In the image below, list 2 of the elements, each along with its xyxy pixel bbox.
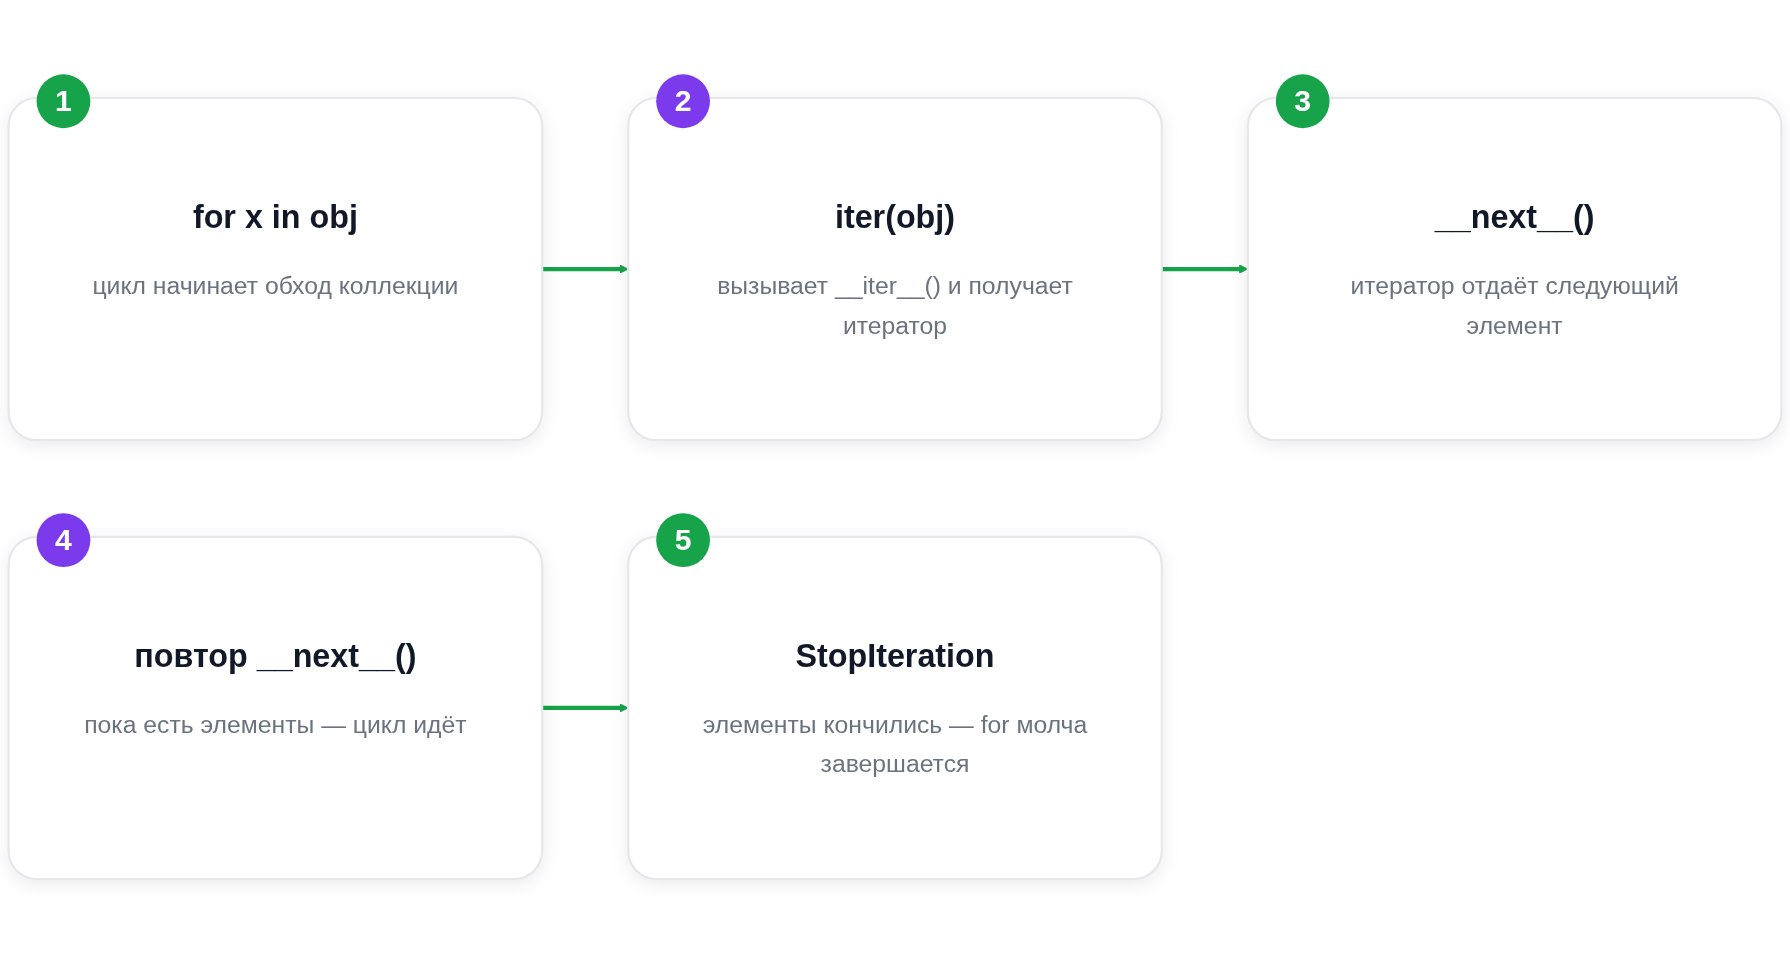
arrow bbox=[542, 264, 629, 274]
arrow bbox=[542, 703, 629, 713]
